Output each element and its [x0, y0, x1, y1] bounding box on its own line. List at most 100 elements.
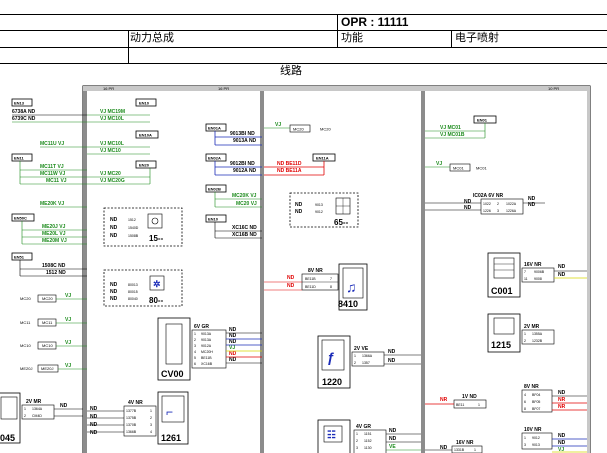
svg-text:1226: 1226 — [483, 209, 491, 213]
svg-text:BE11D: BE11D — [305, 285, 316, 289]
svg-text:2: 2 — [497, 202, 499, 206]
svg-text:5: 5 — [194, 356, 196, 360]
svg-text:9012BI ND: 9012BI ND — [230, 161, 255, 167]
svg-text:4V GR: 4V GR — [356, 424, 371, 430]
svg-text:VE: VE — [389, 444, 396, 450]
svg-text:MC20: MC20 — [20, 296, 31, 301]
svg-text:9008: 9008 — [534, 277, 542, 281]
svg-text:BE11B: BE11B — [201, 356, 212, 360]
svg-text:ND BE11D: ND BE11D — [277, 161, 302, 167]
svg-text:6: 6 — [194, 362, 196, 366]
svg-text:1: 1 — [150, 409, 152, 413]
component-80: ✲ ND ND ND 80013 80015 80040 80-- — [103, 269, 183, 307]
svg-text:2: 2 — [194, 338, 196, 342]
svg-text:65--: 65-- — [334, 218, 349, 227]
svg-text:ND: ND — [388, 349, 396, 355]
component-045: 045 2V MR 1 1364A 2 CM4D ND — [0, 392, 83, 444]
svg-text:1366B: 1366B — [126, 430, 137, 434]
left-column: EN13 EN10 6738A ND 6739C ND VJ MC19M VJ … — [11, 98, 159, 277]
svg-text:ME20K VJ: ME20K VJ — [40, 201, 64, 207]
svg-text:MC10: MC10 — [20, 343, 31, 348]
svg-text:MC11T VJ: MC11T VJ — [40, 164, 64, 170]
svg-text:MC20H: MC20H — [201, 350, 213, 354]
svg-text:ND: ND — [90, 430, 98, 436]
svg-text:ND: ND — [558, 272, 566, 278]
svg-text:ND: ND — [110, 282, 118, 288]
svg-text:8410: 8410 — [338, 299, 358, 309]
svg-text:MC01: MC01 — [453, 166, 464, 171]
svg-text:ND: ND — [389, 436, 397, 442]
svg-text:9012: 9012 — [315, 210, 323, 214]
small-connector-mc10: MC10 MC10 VJ — [20, 340, 87, 350]
component-65: ND ND 9013 9012 65-- — [289, 192, 359, 228]
svg-text:80--: 80-- — [149, 296, 164, 305]
svg-text:2: 2 — [150, 416, 152, 420]
svg-text:VJ: VJ — [275, 122, 281, 128]
svg-text:1261: 1261 — [161, 433, 181, 443]
svg-text:CM4D: CM4D — [32, 414, 42, 418]
svg-text:16V NR: 16V NR — [456, 440, 474, 446]
svg-text:MC11W VJ: MC11W VJ — [40, 171, 66, 177]
svg-text:ND: ND — [295, 209, 303, 215]
svg-text:XC16C ND: XC16C ND — [232, 225, 257, 231]
svg-text:VJ MC10: VJ MC10 — [100, 148, 121, 154]
svg-text:XC16B ND: XC16B ND — [232, 232, 257, 238]
component-1v-nd: 1V ND BE11 1 NR — [425, 394, 487, 409]
frame-marker-left: 16 PR — [103, 86, 114, 91]
svg-text:4: 4 — [194, 350, 196, 354]
function-value: 电子喷射 — [455, 32, 499, 44]
svg-text:EN20: EN20 — [139, 163, 150, 168]
svg-text:8: 8 — [524, 407, 526, 411]
svg-text:MC11: MC11 — [20, 320, 31, 325]
opr-number: OPR : 11111 — [341, 15, 409, 29]
svg-text:EN10: EN10 — [208, 217, 219, 222]
svg-text:CV00: CV00 — [161, 369, 184, 379]
svg-text:9012A: 9012A — [201, 344, 212, 348]
component-16v-nr-bottom: 16V NR ND 1331B 1 — [425, 440, 483, 453]
svg-text:ND: ND — [229, 339, 237, 345]
svg-text:ND BE11A: ND BE11A — [277, 168, 302, 174]
component-15: ND ND ND 1512 1540D 1508B 15-- — [103, 207, 183, 247]
svg-text:2: 2 — [524, 339, 526, 343]
svg-text:ME20J: ME20J — [41, 366, 53, 371]
svg-text:1: 1 — [474, 448, 476, 452]
svg-text:4V NR: 4V NR — [128, 400, 143, 406]
component-c001: C001 16V NR 7 9006B 11 9008 ND ND — [487, 252, 587, 298]
svg-text:9013A: 9013A — [201, 338, 212, 342]
svg-text:3: 3 — [524, 443, 526, 447]
svg-text:MC11: MC11 — [42, 320, 53, 325]
svg-text:EN02A: EN02A — [208, 156, 221, 161]
svg-text:ND: ND — [110, 217, 118, 223]
svg-text:VJ MC10L: VJ MC10L — [100, 116, 124, 122]
svg-text:1512: 1512 — [128, 218, 136, 222]
middle-column: EN01A 9013BI ND 9013A ND VJ MC20 MC20 EN… — [205, 122, 336, 239]
component-ic02a: IC02A 6V NR ND ND 1022 2 1022A 1226 3 12… — [425, 193, 545, 215]
svg-text:9012: 9012 — [532, 436, 540, 440]
svg-text:1375B: 1375B — [126, 416, 137, 420]
svg-text:2: 2 — [356, 439, 358, 443]
svg-text:4: 4 — [150, 430, 152, 434]
svg-text:8V NR: 8V NR — [308, 268, 323, 274]
svg-text:BE11B: BE11B — [305, 277, 316, 281]
svg-text:♫: ♫ — [346, 279, 357, 295]
svg-text:1: 1 — [356, 432, 358, 436]
svg-text:VJ: VJ — [65, 340, 71, 346]
svg-text:EN10A: EN10A — [139, 133, 152, 138]
svg-text:1: 1 — [524, 332, 526, 336]
svg-text:80013: 80013 — [128, 283, 138, 287]
svg-text:VJ MC20: VJ MC20 — [100, 171, 121, 177]
svg-text:1377B: 1377B — [126, 409, 137, 413]
svg-text:⌐: ⌐ — [166, 405, 173, 419]
svg-text:MC20: MC20 — [320, 127, 331, 132]
svg-text:3: 3 — [194, 344, 196, 348]
svg-text:8: 8 — [330, 285, 332, 289]
svg-text:ND: ND — [388, 358, 396, 364]
svg-text:EN01: EN01 — [477, 118, 488, 123]
svg-text:MC11U VJ: MC11U VJ — [40, 141, 64, 147]
svg-text:7: 7 — [330, 277, 332, 281]
svg-text:EN11A: EN11A — [316, 156, 329, 161]
svg-text:1220: 1220 — [322, 377, 342, 387]
svg-text:ND: ND — [558, 264, 566, 270]
svg-text:1370B: 1370B — [126, 423, 137, 427]
